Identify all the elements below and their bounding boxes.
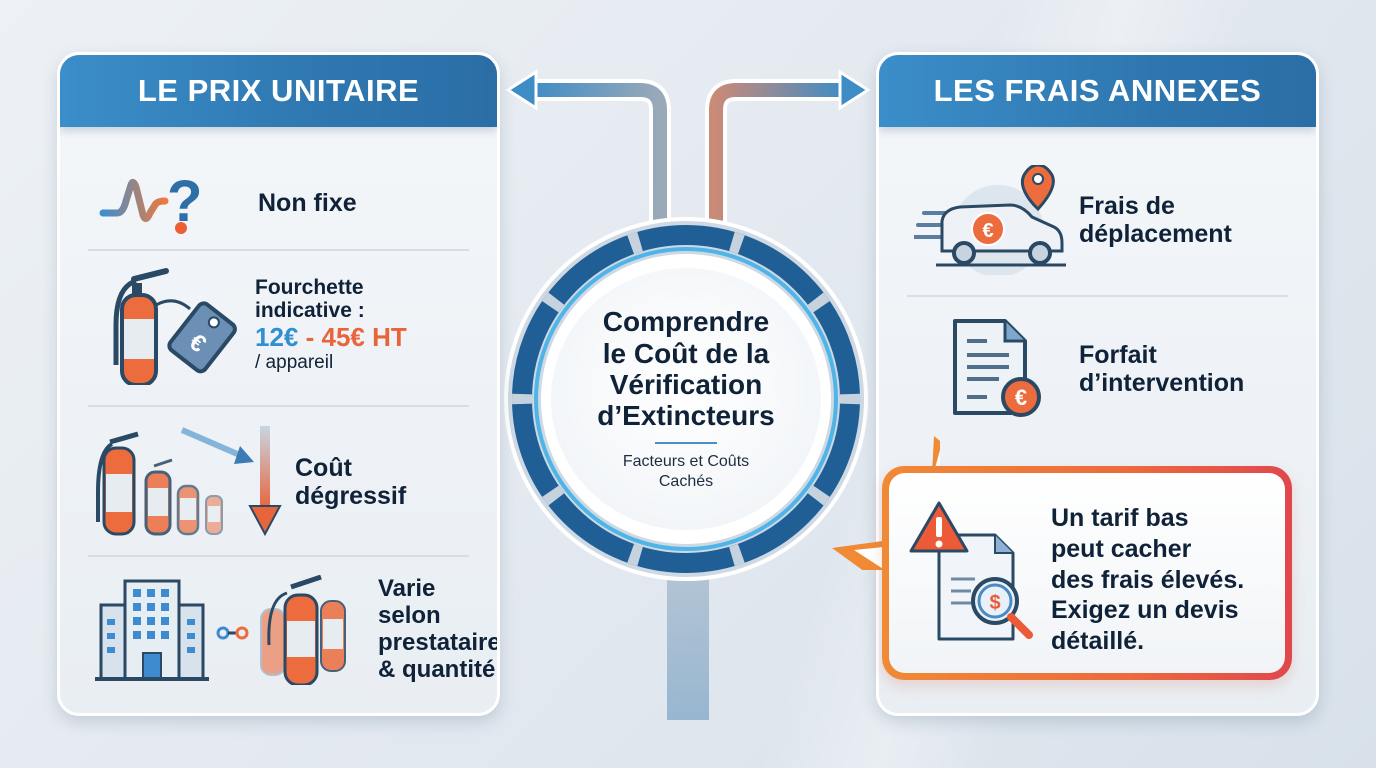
non-fixe-label: Non fixe [258, 189, 357, 217]
svg-text:$: $ [989, 592, 1000, 614]
warning-text: Un tarif bas peut cacher des frais élevé… [1051, 503, 1291, 657]
warning-line5: détaillé. [1051, 627, 1145, 655]
travel-fees-label: Frais de déplacement [1079, 192, 1232, 248]
warning-callout: $ Un tarif bas peut cacher des frais éle… [882, 466, 1292, 680]
center-title-line1: Comprendre [602, 306, 770, 338]
item-travel-fees: € Frais de déplacement [879, 155, 1316, 285]
warning-line3: des frais élevés. [1051, 565, 1245, 594]
divider [907, 295, 1288, 297]
center-title: Comprendre le Coût de la Vérification d’… [597, 306, 774, 431]
center-title-disc: Comprendre le Coût de la Vérification d’… [551, 268, 821, 530]
varies-by-provider-label: Varie selon prestataire & quantité [378, 575, 500, 684]
price-high: 45€ HT [321, 321, 407, 352]
svg-text:€: € [982, 220, 993, 242]
price-range-text: Fourchette indicative : 12€ - 45€ HT / a… [255, 276, 407, 375]
varies-line3: & quantité [378, 655, 496, 683]
intervention-fee-line1: Forfait [1079, 341, 1157, 369]
unit-price-panel: LE PRIX UNITAIRE ? Non fixe [57, 52, 500, 716]
item-varies-by-provider: Varie selon prestataire & quantité [60, 565, 497, 695]
warning-line2: peut cacher [1051, 534, 1192, 563]
varies-line2: prestataire [378, 629, 500, 656]
center-title-line3: Vérification [609, 369, 763, 400]
item-non-fixe: ? Non fixe [60, 163, 497, 243]
price-separator: - [298, 321, 322, 352]
price-unit: / appareil [255, 352, 334, 374]
degressive-cost-line2: dégressif [295, 482, 407, 510]
decreasing-extinguishers-icon [60, 422, 295, 542]
item-price-range: € Fourchette indicative : 12€ - 45€ HT /… [60, 260, 497, 390]
center-subtitle-line2: Cachés [658, 472, 714, 490]
warning-line4: Exigez un devis [1051, 596, 1239, 625]
document-euro-icon: € [879, 314, 1079, 424]
item-degressive-cost: Coût dégressif [60, 417, 497, 547]
warning-callout-inner: $ Un tarif bas peut cacher des frais éle… [889, 473, 1285, 673]
center-title-line2: le Coût de la [602, 337, 770, 369]
unit-price-title: LE PRIX UNITAIRE [137, 73, 420, 108]
extra-fees-title: LES FRAIS ANNEXES [933, 73, 1262, 108]
travel-fees-line2: déplacement [1079, 220, 1232, 248]
price-range-line1: Fourchette [255, 275, 364, 299]
warning-document-magnifier-icon: $ [909, 499, 1039, 653]
divider [88, 555, 469, 557]
divider [88, 405, 469, 407]
extinguisher-price-tag-icon: € [60, 265, 255, 385]
wave-question-icon: ? [60, 168, 210, 238]
travel-fees-line1: Frais de [1079, 192, 1175, 220]
unit-price-header: LE PRIX UNITAIRE [60, 55, 497, 127]
varies-line1: Varie selon [378, 575, 441, 630]
price-range-values: 12€ - 45€ HT [255, 321, 407, 353]
item-intervention-fee: € Forfait d’intervention [879, 309, 1316, 429]
center-subtitle: Facteurs et Coûts Cachés [623, 452, 749, 492]
warning-line1: Un tarif bas [1051, 504, 1189, 532]
building-extinguishers-icon [60, 570, 378, 690]
price-low: 12€ [255, 321, 299, 352]
center-rule [655, 441, 717, 444]
extra-fees-header: LES FRAIS ANNEXES [879, 55, 1316, 127]
center-title-line4: d’Extincteurs [597, 400, 775, 432]
degressive-cost-label: Coût dégressif [295, 454, 406, 510]
center-subtitle-line1: Facteurs et Coûts [622, 452, 750, 470]
intervention-fee-label: Forfait d’intervention [1079, 341, 1244, 397]
svg-text:€: € [1015, 385, 1027, 410]
car-location-euro-icon: € [879, 160, 1079, 280]
divider [88, 249, 469, 251]
price-range-line2: indicative : [255, 299, 365, 323]
degressive-cost-line1: Coût [295, 454, 352, 482]
intervention-fee-line2: d’intervention [1079, 369, 1245, 397]
